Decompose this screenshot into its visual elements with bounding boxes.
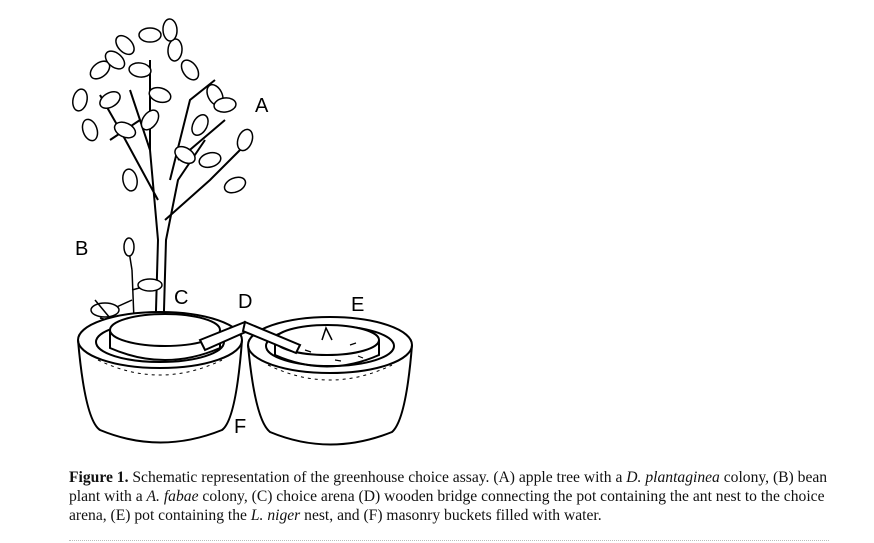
right-bucket <box>247 316 413 446</box>
leaf <box>223 176 247 194</box>
label-b: B <box>75 238 89 260</box>
leaf <box>191 113 209 137</box>
label-a: A <box>255 95 269 117</box>
greenhouse-assay-drawing <box>72 18 413 446</box>
caption-text: colony, (C) choice arena (D) wooden brid… <box>69 488 825 524</box>
figure-number: Figure 1. <box>69 469 129 486</box>
leaf <box>72 88 88 112</box>
caption-text: Schematic representation of the greenhou… <box>128 469 627 486</box>
species-name: A. fabae <box>146 488 199 505</box>
species-name: L. niger <box>250 507 301 524</box>
leaf <box>122 168 138 192</box>
species-name: D. plantaginea <box>626 469 720 486</box>
leaf <box>81 118 99 142</box>
leaf <box>180 59 200 81</box>
leaf <box>113 121 137 139</box>
schematic-figure: A B C D E F <box>72 18 413 446</box>
leaf <box>213 97 237 113</box>
leaf <box>148 86 172 104</box>
caption-text: nest, and (F) masonry buckets filled wit… <box>300 507 602 524</box>
label-d: D <box>238 291 253 313</box>
wooden-bridge <box>198 320 302 355</box>
label-c: C <box>174 287 189 309</box>
dotted-divider <box>69 540 829 541</box>
leaf <box>104 50 126 70</box>
caption-text: colony, (B) bean plant with a <box>69 469 828 505</box>
leaf <box>162 18 178 42</box>
leaf <box>115 34 135 56</box>
leaf <box>140 109 160 131</box>
leaf <box>174 145 196 165</box>
leaf <box>138 27 162 43</box>
left-bucket <box>77 311 243 444</box>
leaf <box>128 62 152 78</box>
label-e: E <box>351 294 365 316</box>
leaf <box>167 38 183 62</box>
bean-plant <box>90 237 163 346</box>
leaf <box>99 90 121 110</box>
leaf <box>236 128 254 152</box>
figure-caption: Figure 1. Schematic representation of th… <box>69 468 859 525</box>
leaf <box>198 151 222 169</box>
label-f: F <box>234 416 247 438</box>
apple-tree <box>72 18 254 346</box>
